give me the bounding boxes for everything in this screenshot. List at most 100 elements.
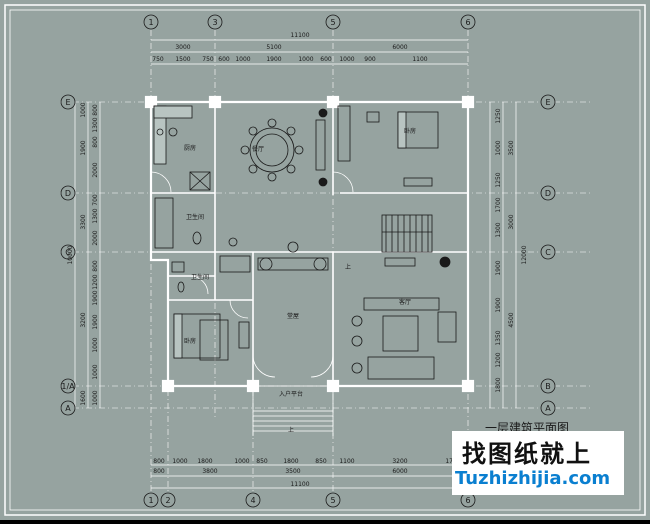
interior-walls xyxy=(151,102,468,386)
svg-text:D: D xyxy=(65,189,71,198)
axis-bubble-right: C xyxy=(540,244,556,260)
top-dim-row3: 1100 xyxy=(412,56,427,63)
left-dim-middle: 1000 xyxy=(80,102,87,117)
top-dim-row2: 5100 xyxy=(266,44,281,51)
room-label-bath-1: 卫生间 xyxy=(186,213,204,221)
axis-bubble-left: A xyxy=(60,400,76,416)
svg-text:A: A xyxy=(545,404,551,413)
svg-text:C: C xyxy=(65,248,71,257)
dimension-lines xyxy=(74,39,517,489)
bottom-dim-row2: 800 xyxy=(153,468,165,475)
axis-bubble-top: 3 xyxy=(207,14,223,30)
right-dim-middle: 4500 xyxy=(508,312,515,327)
axis-bubble-top: 1 xyxy=(143,14,159,30)
bottom-dim-row1: 1800 xyxy=(283,458,298,465)
left-dim-inner: 1900 xyxy=(92,290,99,305)
wardrobe xyxy=(337,105,351,162)
toilet-icon xyxy=(192,231,202,245)
svg-text:E: E xyxy=(545,98,550,107)
svg-text:5: 5 xyxy=(330,496,335,505)
entrance-steps xyxy=(252,385,334,436)
furniture xyxy=(153,105,457,380)
outer-frame xyxy=(4,4,646,516)
room-label-living: 客厅 xyxy=(399,298,411,306)
bottom-dim-row1: 850 xyxy=(315,458,327,465)
left-dim-inner: 800 xyxy=(92,136,99,148)
svg-text:4: 4 xyxy=(250,496,255,505)
room-label-dining: 餐厅 xyxy=(252,145,264,153)
armchair xyxy=(437,311,457,343)
stove-icon xyxy=(168,127,178,137)
top-dim-row3: 600 xyxy=(320,56,332,63)
watermark-url-text: Tuzhizhijia.com xyxy=(455,468,611,489)
bottom-dim-row2: 6000 xyxy=(392,468,407,475)
room-label-bath-2: 卫生间 xyxy=(191,273,209,281)
bottom-dim-row1: 3200 xyxy=(392,458,407,465)
staircase xyxy=(381,214,433,253)
axis-bubble-right: A xyxy=(540,400,556,416)
top-dim-row3: 750 xyxy=(152,56,164,63)
right-dim-inner: 1250 xyxy=(495,172,502,187)
right-dim-inner: 1250 xyxy=(495,108,502,123)
room-label-bedroom-ne: 卧房 xyxy=(404,127,416,135)
left-dim-inner: 1300 xyxy=(92,117,99,132)
left-dim-inner: 1200 xyxy=(92,274,99,289)
dining-chairs xyxy=(240,118,304,182)
svg-text:2: 2 xyxy=(165,496,170,505)
svg-text:1: 1 xyxy=(148,18,153,27)
bottom-dim-row1: 850 xyxy=(256,458,268,465)
axis-bubble-right: D xyxy=(540,185,556,201)
svg-text:3: 3 xyxy=(212,18,217,27)
axis-bubble-bottom: 2 xyxy=(160,492,176,508)
left-dim-middle: 3200 xyxy=(80,312,87,327)
left-dim-inner: 1000 xyxy=(92,337,99,352)
bathtub xyxy=(154,197,174,249)
left-dim-inner: 2000 xyxy=(92,230,99,245)
stair-up-mark: 上 xyxy=(345,263,351,271)
axis-bubble-bottom: 4 xyxy=(245,492,261,508)
left-dim-middle: 3300 xyxy=(80,214,87,229)
right-dim-inner: 1350 xyxy=(495,330,502,345)
right-dim-inner: 1000 xyxy=(495,140,502,155)
right-dim-inner: 1900 xyxy=(495,297,502,312)
bottom-dim-row1: 1800 xyxy=(197,458,212,465)
tv-cabinet-ne xyxy=(403,177,433,187)
entry-up-mark: 上 xyxy=(288,426,294,434)
axis-bubble-top: 6 xyxy=(460,14,476,30)
top-dim-row3: 1000 xyxy=(339,56,354,63)
svg-text:D: D xyxy=(545,189,551,198)
top-dim-row3: 1900 xyxy=(266,56,281,63)
room-label-bedroom-sw: 卧房 xyxy=(184,337,196,345)
top-dim-row3: 750 xyxy=(202,56,214,63)
fridge-icon xyxy=(189,171,211,191)
room-label-hall: 堂屋 xyxy=(287,312,299,320)
top-dim-row3: 1500 xyxy=(175,56,190,63)
axis-bubble-bottom: 6 xyxy=(460,492,476,508)
right-dim-middle: 3000 xyxy=(508,214,515,229)
axis-bubble-bottom: 5 xyxy=(325,492,341,508)
left-dim-middle: 1900 xyxy=(80,140,87,155)
right-dim-inner: 1300 xyxy=(495,222,502,237)
toilet-icon-2 xyxy=(177,281,185,293)
hall-altar-table xyxy=(257,257,329,271)
svg-text:E: E xyxy=(65,98,70,107)
room-label-entrance: 入户平台 xyxy=(279,390,303,398)
watermark-cn-text: 找图纸就上 xyxy=(462,440,592,468)
right-dim-inner: 1200 xyxy=(495,352,502,367)
left-dim-inner: 1000 xyxy=(92,390,99,405)
axis-bubble-right: E xyxy=(540,94,556,110)
bottom-dim-row2: 3800 xyxy=(202,468,217,475)
svg-text:5: 5 xyxy=(330,18,335,27)
right-dim-inner: 1700 xyxy=(495,197,502,212)
inner-frame xyxy=(9,9,641,511)
room-labels: 厨房 餐厅 卧房 卫生间 卫生间 卧房 堂屋 客厅 入户平台 上 上 xyxy=(184,127,416,434)
left-dim-inner: 2000 xyxy=(92,162,99,177)
axis-bubble-top: 5 xyxy=(325,14,341,30)
axis-bubble-right: B xyxy=(540,378,556,394)
svg-text:C: C xyxy=(545,248,551,257)
dining-table xyxy=(249,127,295,173)
bottom-dim-row1: 1000 xyxy=(234,458,249,465)
